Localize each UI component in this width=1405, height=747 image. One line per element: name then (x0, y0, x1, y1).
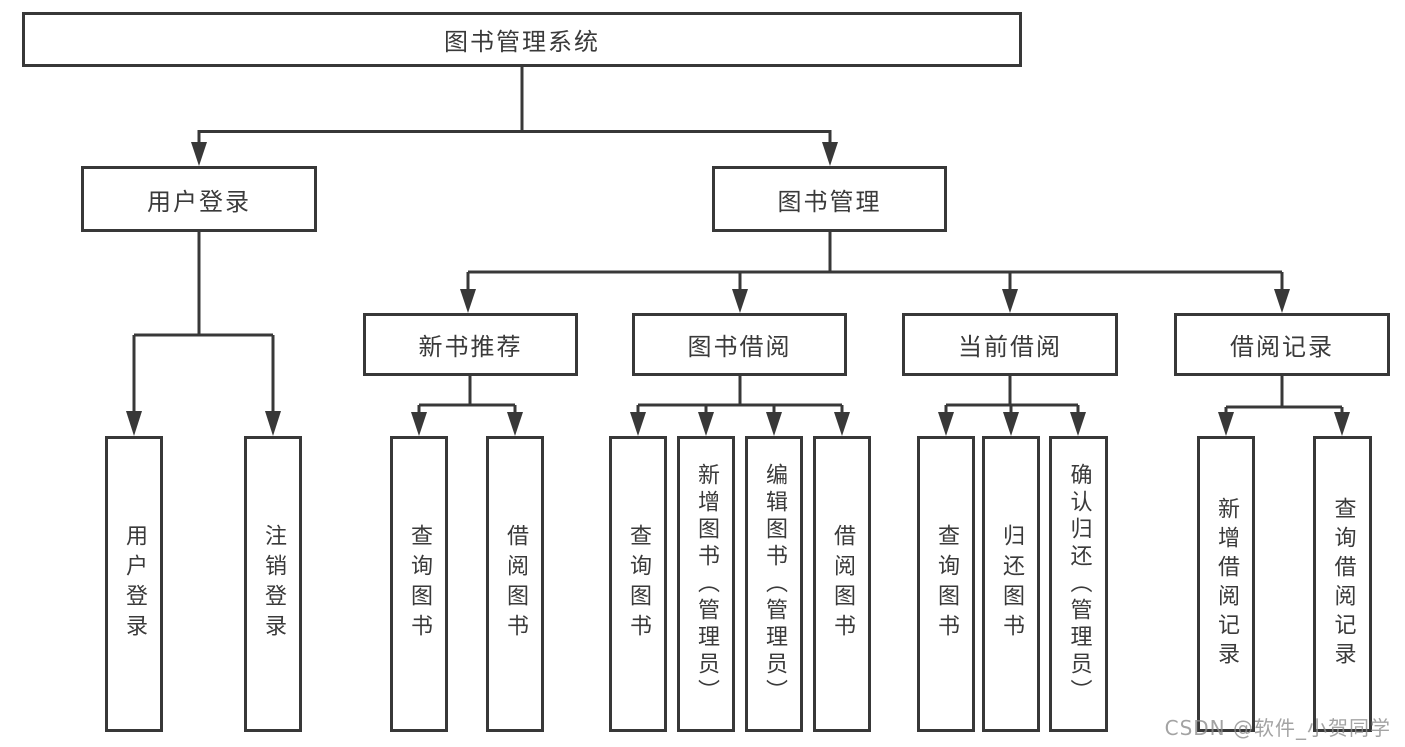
node-label: 借阅图书 (503, 524, 528, 644)
node-label: 图书借阅 (687, 333, 792, 361)
node-label: 查询图书 (934, 524, 959, 644)
node-label: 查询图书 (626, 524, 651, 644)
leaf-add-borrow-record: 新增借阅记录 (1197, 436, 1255, 732)
node-label: 当前借阅 (958, 333, 1062, 361)
node-label: 用户登录 (147, 187, 251, 216)
node-user-login: 用户登录 (81, 166, 317, 232)
leaf-confirm-return-admin: 确认归还（管理员） (1049, 436, 1108, 732)
node-new-book-recommendation: 新书推荐 (363, 313, 578, 376)
leaf-user-login: 用户登录 (105, 436, 163, 732)
node-label: 新书推荐 (418, 333, 523, 361)
node-label: 新增图书（管理员） (694, 462, 719, 706)
node-book-borrowing: 图书借阅 (632, 313, 847, 376)
node-borrowing-records: 借阅记录 (1174, 313, 1390, 376)
node-label: 编辑图书（管理员） (762, 462, 787, 706)
node-current-borrowing: 当前借阅 (902, 313, 1118, 376)
node-label: 新增借阅记录 (1214, 497, 1239, 671)
node-label: 图书管理系统 (444, 28, 600, 56)
node-label: 确认归还（管理员） (1066, 462, 1092, 706)
node-label: 图书管理 (777, 187, 882, 216)
leaf-borrow-books-borrow: 借阅图书 (813, 436, 871, 732)
leaf-edit-books-admin: 编辑图书（管理员） (745, 436, 803, 732)
node-label: 借阅图书 (830, 524, 855, 644)
leaf-query-borrow-record: 查询借阅记录 (1313, 436, 1372, 732)
node-label: 查询图书 (407, 524, 432, 644)
leaf-add-books-admin: 新增图书（管理员） (677, 436, 735, 732)
leaf-return-books: 归还图书 (982, 436, 1040, 732)
leaf-query-books-current: 查询图书 (917, 436, 975, 732)
node-label: 查询借阅记录 (1330, 497, 1356, 671)
node-book-management: 图书管理 (712, 166, 947, 232)
node-label: 归还图书 (999, 524, 1024, 644)
node-label: 借阅记录 (1230, 333, 1334, 361)
leaf-query-books-recommend: 查询图书 (390, 436, 448, 732)
node-label: 注销登录 (261, 524, 286, 644)
node-root: 图书管理系统 (22, 12, 1022, 67)
node-label: 用户登录 (122, 524, 147, 644)
leaf-borrow-books-recommend: 借阅图书 (486, 436, 544, 732)
leaf-logout-login: 注销登录 (244, 436, 302, 732)
watermark-text: CSDN @软件_小贺同学 (1164, 716, 1391, 740)
leaf-query-books-borrow: 查询图书 (609, 436, 667, 732)
